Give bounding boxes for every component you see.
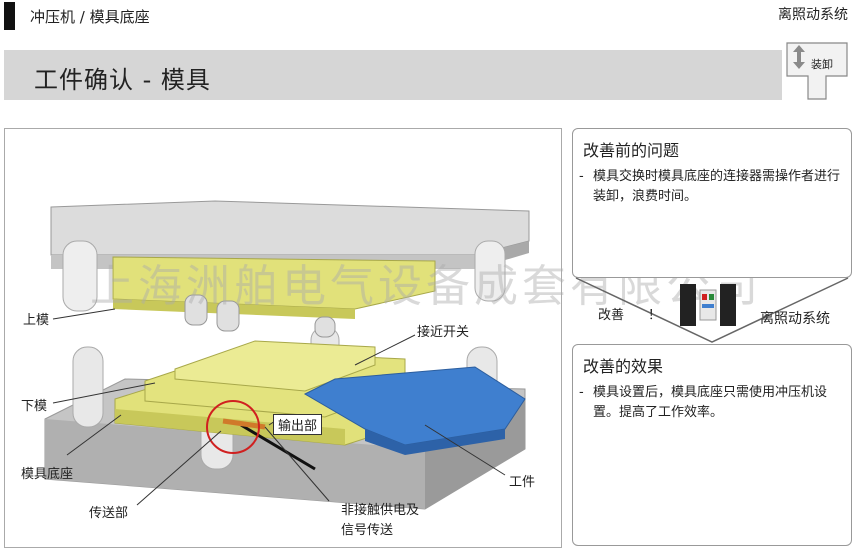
highlight-circle: [206, 400, 260, 454]
signal-cable: [240, 423, 316, 471]
before-item: - 模具交换时模具底座的连接器需操作者进行装卸，浪费时间。: [579, 167, 841, 207]
after-bullet: -: [579, 385, 584, 400]
label-contactless-line2: 信号传送: [341, 523, 394, 538]
transition-system-name: 离照动系统: [760, 311, 830, 327]
before-text: 模具交换时模具底座的连接器需操作者进行装卸，浪费时间。: [593, 169, 841, 204]
leader-lines: [52, 308, 506, 506]
label-proximity-switch: 接近开关: [417, 325, 470, 340]
system-name: 离照动系统: [778, 7, 848, 23]
sensor-device-icon: [680, 284, 736, 326]
improve-label: 改善: [598, 308, 625, 323]
page-title: 工件确认 - 模具: [34, 66, 211, 94]
after-text: 模具设置后，模具底座只需使用冲压机设置。提高了工作效率。: [593, 385, 828, 420]
workpiece: [303, 366, 526, 455]
title-bar: [4, 50, 782, 100]
after-improvement-box: 改善的效果 - 模具设置后，模具底座只需使用冲压机设置。提高了工作效率。: [572, 344, 852, 546]
after-heading: 改善的效果: [583, 357, 664, 376]
label-upper-die: 上模: [23, 313, 50, 328]
label-contactless-line1: 非接触供电及: [341, 503, 420, 518]
press-die-illustration: [44, 200, 530, 510]
label-lower-die: 下模: [21, 399, 48, 414]
guide-posts-upper: [62, 240, 506, 312]
before-improvement-box: 改善前的问题 - 模具交换时模具底座的连接器需操作者进行装卸，浪费时间。: [572, 128, 852, 278]
mount-dismount-button[interactable]: [786, 42, 848, 100]
label-output: 输出部: [273, 414, 323, 435]
label-die-base: 模具底座: [21, 467, 74, 482]
after-item: - 模具设置后，模具底座只需使用冲压机设置。提高了工作效率。: [579, 383, 841, 423]
header-accent-bar: [4, 2, 15, 30]
label-transfer: 传送部: [89, 506, 129, 521]
die-posts: [184, 294, 336, 338]
breadcrumb: 冲压机 / 模具底座: [30, 8, 150, 26]
improve-exclaim: ！: [648, 308, 662, 323]
die-diagram-panel: 上模 下模 模具底座 传送部 接近开关 输出部 工件 非接触供电及 信号传送: [4, 128, 562, 548]
before-heading: 改善前的问题: [583, 141, 680, 160]
mount-dismount-label: 装卸: [811, 58, 833, 71]
label-workpiece: 工件: [509, 475, 536, 490]
before-bullet: -: [579, 169, 584, 184]
improvement-chevron: [575, 277, 849, 343]
up-down-arrow-icon: [793, 45, 805, 69]
